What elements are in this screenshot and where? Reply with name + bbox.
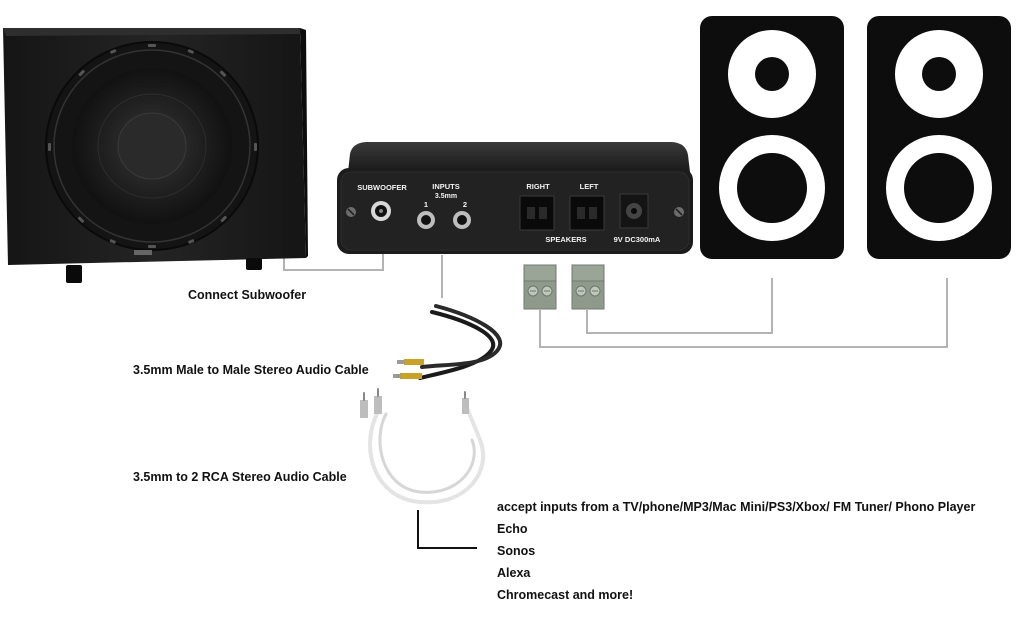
left-terminal-label: LEFT (580, 182, 599, 191)
inputs-size-label: 3.5mm (435, 193, 457, 200)
sub-foot-left (66, 265, 82, 283)
sub-logo (134, 250, 152, 255)
subwoofer-port-label: SUBWOOFER (357, 183, 407, 192)
power-label: 9V DC300mA (614, 235, 661, 244)
subwoofer-out-jack (371, 201, 391, 221)
dust-cap (117, 112, 187, 180)
left-speaker-icon (700, 16, 844, 259)
input-jack-1 (417, 211, 435, 229)
right-terminal-label: RIGHT (526, 182, 550, 191)
input-source-item: accept inputs from a TV/phone/MP3/Mac Mi… (497, 500, 976, 514)
connect-subwoofer-caption: Connect Subwoofer (188, 288, 307, 302)
speakers-label: SPEAKERS (545, 235, 586, 244)
terminal-plug-left (571, 264, 605, 310)
left-speaker-wire (586, 278, 773, 334)
right-speaker-icon (867, 16, 1011, 259)
input-sources-list: accept inputs from a TV/phone/MP3/Mac Mi… (497, 496, 975, 606)
sub-foot-right (246, 258, 262, 270)
rca-cable-caption: 3.5mm to 2 RCA Stereo Audio Cable (133, 470, 347, 484)
input-source-item: Chromecast and more! (497, 588, 634, 602)
input-jack-2 (453, 211, 471, 229)
input-source-item: Echo (497, 522, 528, 536)
speaker-terminal-right (519, 195, 555, 231)
input-1-label: 1 (424, 200, 428, 209)
right-speaker-wire (539, 278, 948, 348)
speaker-terminal-left (569, 195, 605, 231)
rca-cable-image (360, 388, 486, 505)
input-sources-leader-line (417, 510, 477, 549)
power-jack (619, 193, 649, 229)
input-source-item: Sonos (497, 544, 536, 558)
input-2-label: 2 (463, 200, 467, 209)
stereo-cable-image (393, 304, 503, 380)
surround-notches (48, 44, 257, 248)
subwoofer-image (3, 28, 308, 283)
input-source-item: Alexa (497, 566, 531, 580)
terminal-plug-right (523, 264, 557, 310)
amplifier-image: SUBWOOFER INPUTS 3.5mm 1 2 RIGHT LEFT SP… (337, 142, 693, 254)
stereo-cable-caption: 3.5mm Male to Male Stereo Audio Cable (133, 363, 369, 377)
inputs-port-label: INPUTS (432, 182, 460, 191)
